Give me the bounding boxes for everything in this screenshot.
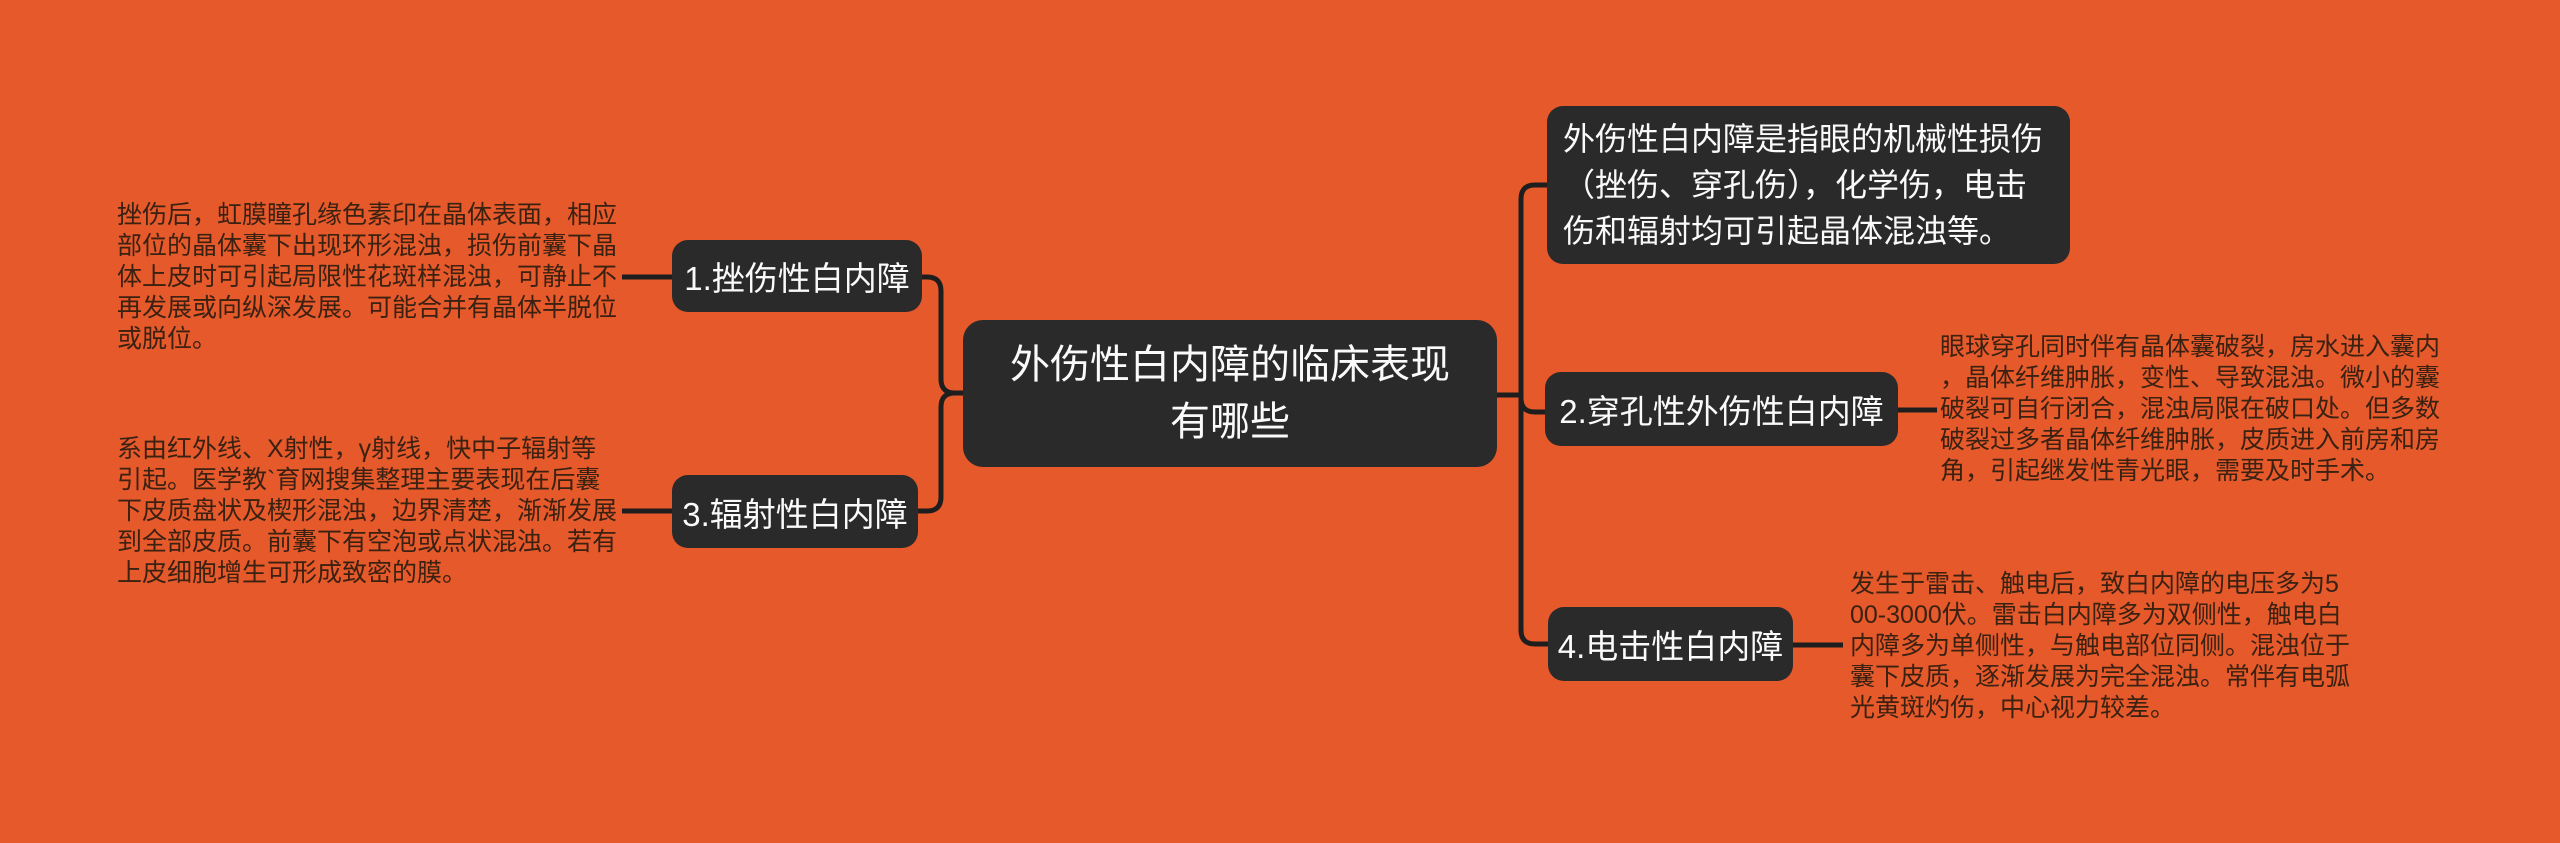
edge-node3-to-central	[917, 390, 963, 514]
edge-trunk-to-node2	[1518, 397, 1545, 415]
node-electric-shock-cataract[interactable]: 4.电击性白内障	[1548, 607, 1793, 681]
node-contusion-cataract[interactable]: 1.挫伤性白内障	[672, 240, 922, 312]
note-contusion-cataract: 挫伤后，虹膜瞳孔缘色素印在晶体表面，相应 部位的晶体囊下出现环形混浊，损伤前囊下…	[117, 201, 618, 353]
edge-node1-to-central	[922, 274, 963, 396]
overview-note-box[interactable]: 外伤性白内障是指眼的机械性损伤 （挫伤、穿孔伤），化学伤，电击 伤和辐射均可引起…	[1547, 106, 2070, 264]
node-radiation-cataract[interactable]: 3.辐射性白内障	[672, 475, 918, 548]
note-perforating-cataract: 眼球穿孔同时伴有晶体囊破裂，房水进入囊内 ，晶体纤维肿胀，变性、导致混浊。微小的…	[1940, 333, 2441, 485]
central-topic[interactable]: 外伤性白内障的临床表现 有哪些	[963, 320, 1497, 467]
note-radiation-cataract: 系由红外线、X射性，γ射线，快中子辐射等 引起。医学教`育网搜集整理主要表现在后…	[117, 435, 618, 587]
node-perforating-cataract[interactable]: 2.穿孔性外伤性白内障	[1545, 372, 1898, 446]
note-electric-shock-cataract: 发生于雷击、触电后，致白内障的电压多为5 00-3000伏。雷击白内障多为双侧性…	[1850, 570, 2351, 722]
edge-trunk	[1518, 182, 1548, 647]
